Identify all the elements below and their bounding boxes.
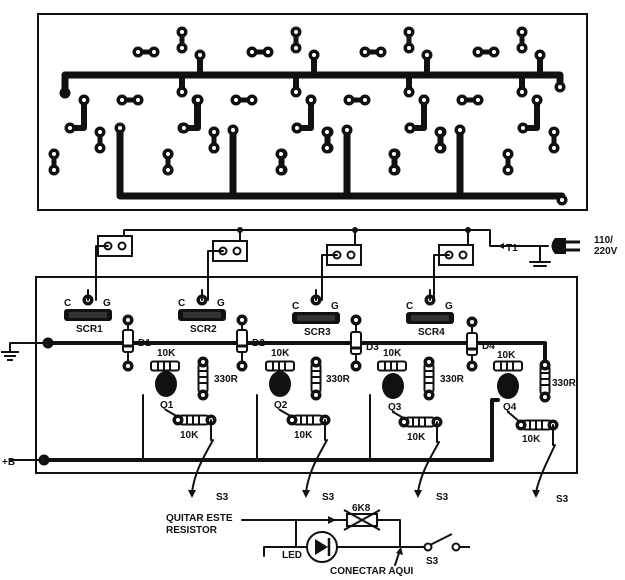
scr2-c-label: C [178, 298, 185, 309]
module-3: C G SCR3 D3 10K 330R Q3 10K S3 [292, 294, 465, 503]
t1-label: T1 [506, 243, 518, 254]
s3-label-4: S3 [556, 494, 569, 505]
switch-s3-label: S3 [426, 556, 439, 567]
terminal-block-2 [207, 240, 248, 301]
s3-label-2: S3 [322, 492, 335, 503]
connect-here-label: CONECTAR AQUI [330, 566, 414, 577]
scr4-g-label: G [445, 301, 453, 312]
q1-collector-r-label: 330R [214, 374, 239, 385]
switch-s3-icon [423, 533, 470, 552]
q3-emitter-r-label: 10K [407, 432, 426, 443]
q3-base-r-label: 10K [383, 348, 402, 359]
led-icon [306, 531, 338, 563]
mains-voltage-top: 110/ [594, 235, 613, 246]
terminal-block-4 [433, 244, 474, 301]
q2-collector-r-label: 330R [326, 374, 351, 385]
scr4-c-label: C [406, 301, 413, 312]
led-label: LED [282, 550, 302, 561]
q2-emitter-r-label: 10K [294, 430, 313, 441]
module-4: C G SCR4 D4 10K 330R Q4 10K S3 [406, 294, 577, 505]
q4-label: Q4 [503, 402, 517, 413]
s3-label-3: S3 [436, 492, 449, 503]
d4-label: D4 [482, 341, 495, 352]
d2-label: D2 [252, 338, 265, 349]
q1-base-r-label: 10K [157, 348, 176, 359]
resistor-6k8-label: 6K8 [352, 503, 371, 514]
scr4-label: SCR4 [418, 327, 445, 338]
q4-base-r-label: 10K [497, 350, 516, 361]
mains-voltage-bottom: 220V [594, 246, 618, 257]
scr3-c-label: C [292, 301, 299, 312]
s3-label-1: S3 [216, 492, 229, 503]
scr2-label: SCR2 [190, 324, 217, 335]
q3-collector-r-label: 330R [440, 374, 465, 385]
q4-collector-r-label: 330R [552, 378, 577, 389]
q1-label: Q1 [160, 400, 174, 411]
q1-emitter-r-label: 10K [180, 430, 199, 441]
d3-label: D3 [366, 342, 379, 353]
module-1: C G SCR1 D1 10K 330R Q1 10K S3 [64, 294, 239, 503]
d1-label: D1 [138, 338, 151, 349]
scr3-label: SCR3 [304, 327, 331, 338]
scr1-label: SCR1 [76, 324, 103, 335]
ground-icon [1, 343, 19, 361]
q4-emitter-r-label: 10K [522, 434, 541, 445]
remove-resistor-line-1: QUITAR ESTE [166, 513, 233, 524]
q2-base-r-label: 10K [271, 348, 290, 359]
led-modification-detail: QUITAR ESTE RESISTOR 6K8 LED S3 C [166, 503, 470, 577]
scr1-g-label: G [103, 298, 111, 309]
plus-b-label: +B [2, 457, 15, 468]
scr2-g-label: G [217, 298, 225, 309]
module-2: C G SCR2 D2 10K 330R Q2 10K S3 [178, 294, 351, 503]
q3-label: Q3 [388, 402, 402, 413]
crossed-resistor-icon [343, 509, 381, 531]
mains-plug-icon [551, 238, 580, 254]
q2-label: Q2 [274, 400, 288, 411]
pcb-copper-view [37, 13, 588, 211]
pcb-component-view: 110/ 220V T1 [1, 227, 618, 505]
scr3-g-label: G [331, 301, 339, 312]
terminal-block-3 [321, 244, 362, 301]
remove-resistor-line-2: RESISTOR [166, 525, 218, 536]
scr1-c-label: C [64, 298, 71, 309]
terminal-block-1 [95, 235, 133, 301]
